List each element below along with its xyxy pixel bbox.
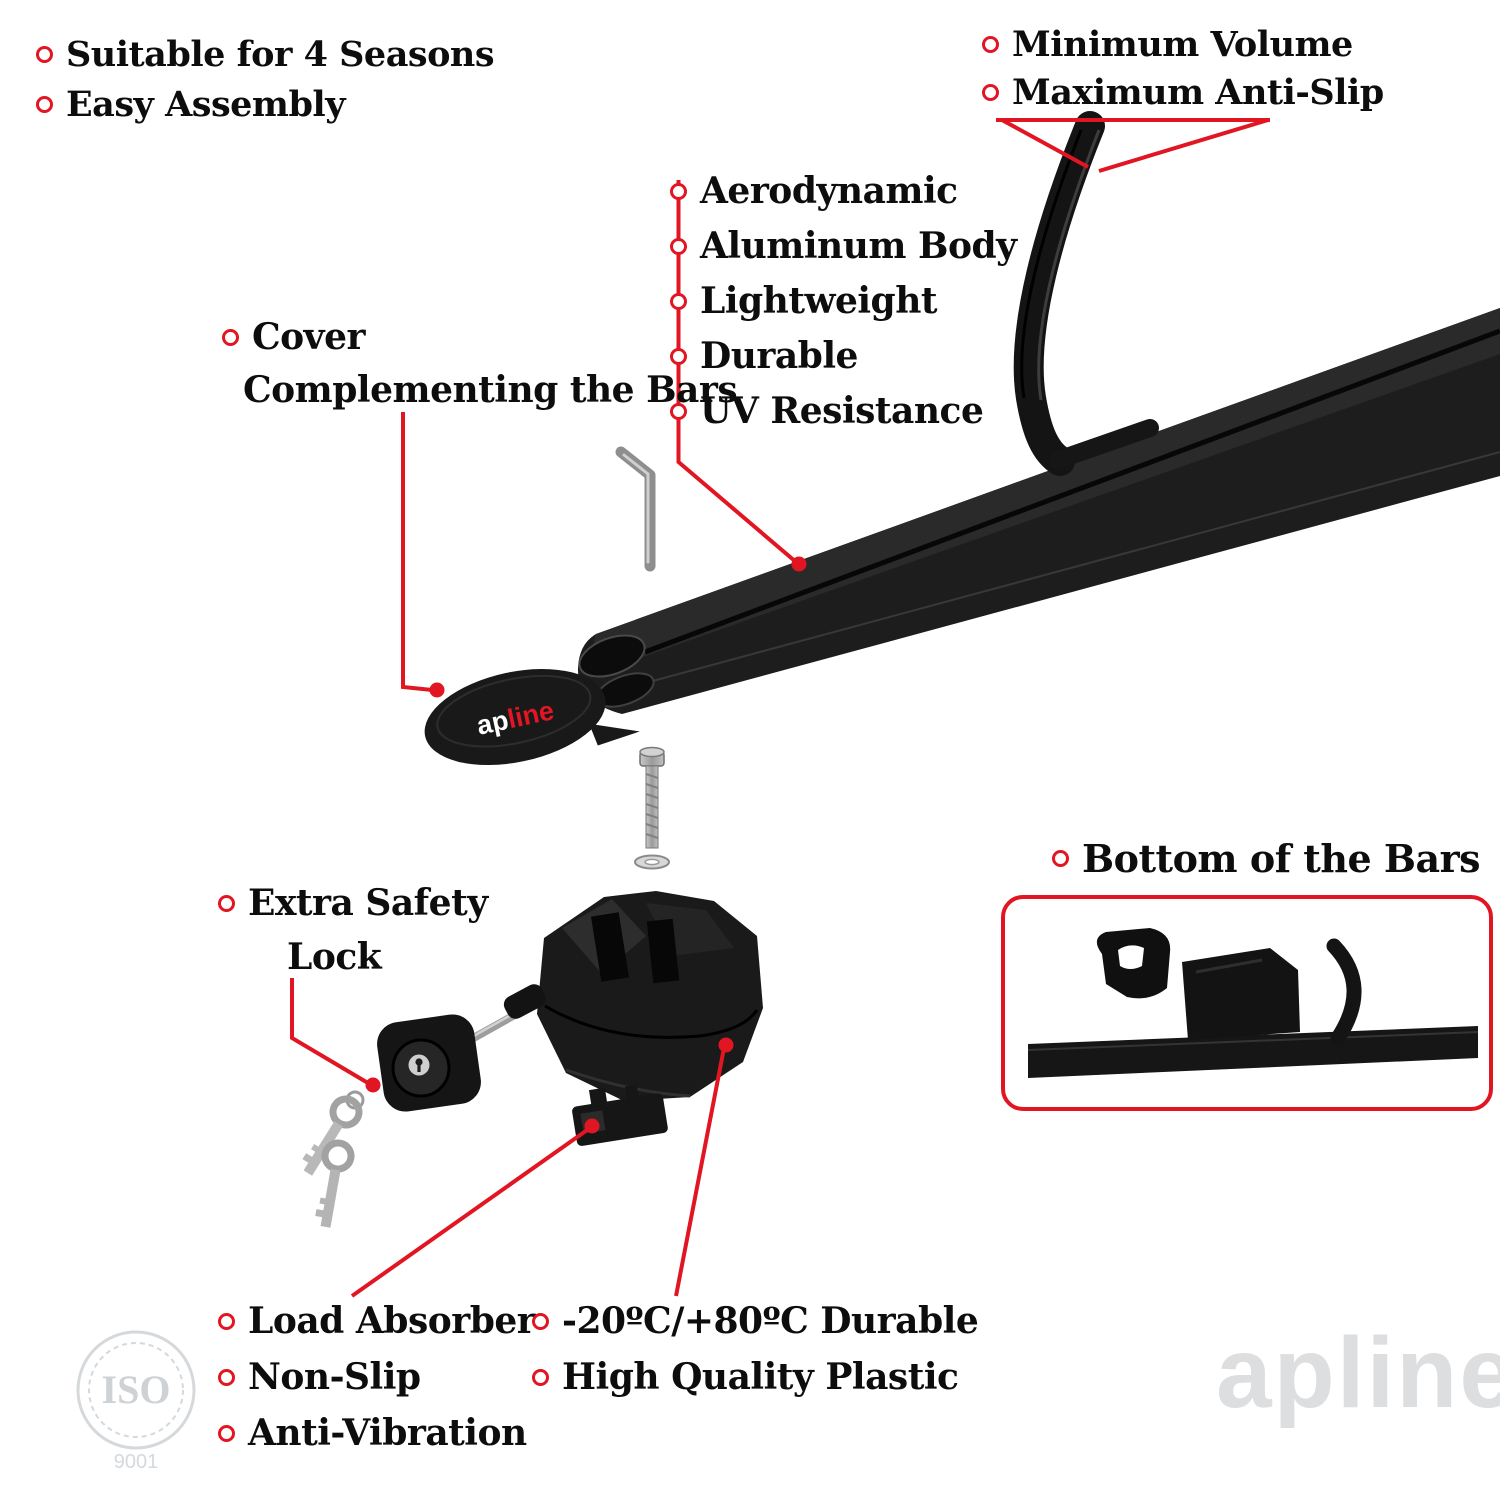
cover-logo-ap: ap bbox=[474, 705, 511, 741]
bullet-icon bbox=[218, 1424, 235, 1442]
bar-feature-item: Aerodynamic bbox=[670, 170, 958, 212]
iso-badge: ISO 9001 bbox=[76, 1330, 196, 1473]
benefit-item: Maximum Anti-Slip bbox=[982, 72, 1384, 113]
bullet-icon bbox=[670, 237, 687, 255]
bar-feature-item: Durable bbox=[670, 335, 858, 377]
bar-feature-text: UV Resistance bbox=[700, 390, 984, 432]
bullet-icon bbox=[982, 84, 999, 101]
bullet-icon bbox=[1052, 850, 1069, 867]
bullet-icon bbox=[222, 328, 239, 346]
lock-callout-line1: Extra Safety bbox=[218, 882, 488, 924]
bullet-icon bbox=[670, 182, 687, 200]
lock-callout-text: Extra Safety bbox=[248, 882, 488, 924]
bar-feature-text: Durable bbox=[700, 335, 858, 377]
bottom-bars-text: Bottom of the Bars bbox=[1082, 836, 1481, 881]
keys-art bbox=[302, 1090, 365, 1228]
bullet-icon bbox=[218, 1312, 235, 1330]
lock-callout-line2: Lock bbox=[287, 936, 382, 978]
iso-number: 9001 bbox=[114, 1451, 159, 1473]
benefit-text: Minimum Volume bbox=[1012, 24, 1353, 65]
benefit-item: Easy Assembly bbox=[36, 84, 346, 125]
bullet-icon bbox=[670, 292, 687, 310]
cover-callout-text: Cover bbox=[252, 316, 365, 358]
connector-lines bbox=[290, 118, 1270, 1298]
benefit-text: Maximum Anti-Slip bbox=[1012, 72, 1384, 113]
bullet-icon bbox=[982, 36, 999, 53]
lock-callout-text: Lock bbox=[287, 936, 382, 978]
bullet-icon bbox=[218, 894, 235, 912]
cover-art: apline bbox=[424, 669, 640, 766]
benefit-item: Suitable for 4 Seasons bbox=[36, 34, 495, 75]
bolt-art bbox=[639, 746, 665, 849]
foot-feature-item: -20ºC/+80ºC Durable bbox=[532, 1300, 979, 1342]
bar-feature-text: Lightweight bbox=[700, 280, 938, 322]
bar-feature-item: Lightweight bbox=[670, 280, 938, 322]
bar-feature-item: UV Resistance bbox=[670, 390, 984, 432]
bullet-icon bbox=[36, 46, 53, 63]
cover-callout-line1: Cover bbox=[222, 316, 365, 358]
cover-callout-line2: Complementing the Bars bbox=[243, 369, 738, 411]
safety-lock-art bbox=[377, 984, 546, 1112]
foot-feature-item: Load Absorber bbox=[218, 1300, 536, 1342]
foot-feature-text: Anti-Vibration bbox=[248, 1412, 527, 1454]
rubber-strip-art bbox=[1013, 111, 1159, 476]
bullet-icon bbox=[532, 1368, 549, 1386]
bullet-icon bbox=[670, 402, 687, 420]
bar-feature-item: Aluminum Body bbox=[670, 225, 1017, 267]
bar-feature-text: Aluminum Body bbox=[700, 225, 1017, 267]
washer-art bbox=[634, 854, 670, 870]
foot-feature-text: Non-Slip bbox=[248, 1356, 421, 1398]
bar-feature-text: Aerodynamic bbox=[700, 170, 958, 212]
bottom-bars-label: Bottom of the Bars bbox=[1052, 836, 1481, 881]
bullet-icon bbox=[670, 347, 687, 365]
allen-key-icon bbox=[615, 446, 656, 572]
foot-feature-item: High Quality Plastic bbox=[532, 1356, 959, 1398]
bottom-bars-box bbox=[1001, 895, 1493, 1111]
crossbar-art bbox=[577, 308, 1500, 714]
foot-feature-text: Load Absorber bbox=[248, 1300, 536, 1342]
connector-dots bbox=[365, 556, 807, 1134]
foot-feature-item: Non-Slip bbox=[218, 1356, 421, 1398]
load-absorber-pad-art bbox=[572, 1084, 668, 1146]
bullet-icon bbox=[36, 96, 53, 113]
iso-title: ISO bbox=[102, 1367, 171, 1412]
bullet-icon bbox=[218, 1368, 235, 1386]
benefit-text: Easy Assembly bbox=[66, 84, 346, 125]
brand-watermark: apline bbox=[1216, 1317, 1500, 1429]
foot-feature-text: -20ºC/+80ºC Durable bbox=[562, 1300, 979, 1342]
benefit-text: Suitable for 4 Seasons bbox=[66, 34, 495, 75]
foot-feature-text: High Quality Plastic bbox=[562, 1356, 959, 1398]
foot-clamp-art bbox=[537, 891, 763, 1101]
foot-feature-item: Anti-Vibration bbox=[218, 1412, 527, 1454]
cover-callout-text: Complementing the Bars bbox=[243, 369, 738, 411]
bullet-icon bbox=[532, 1312, 549, 1330]
benefit-item: Minimum Volume bbox=[982, 24, 1353, 65]
